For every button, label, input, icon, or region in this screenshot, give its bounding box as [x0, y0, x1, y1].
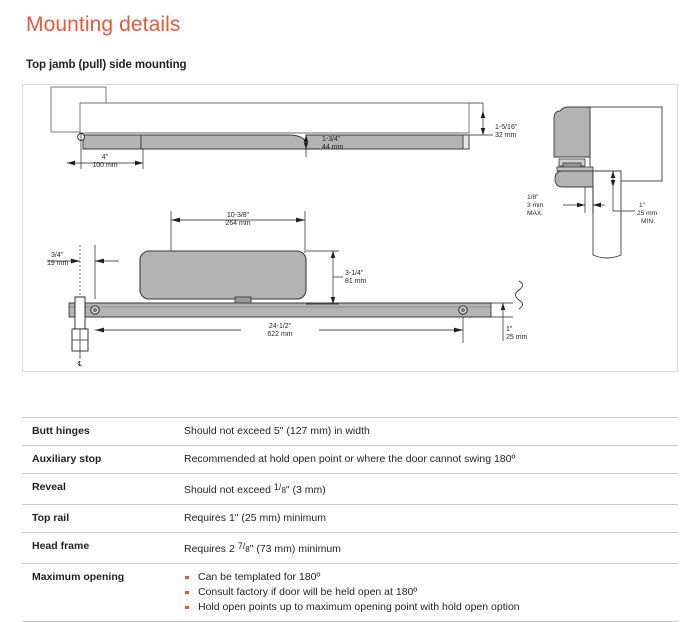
row-value: Recommended at hold open point or where …	[184, 453, 516, 465]
elevation-view: 4" 100 mm 1-3/4" 44 mm 1-5	[50, 86, 518, 169]
value-prefix: Should not exceed	[184, 483, 274, 496]
fraction-slash: /	[278, 482, 282, 492]
value-suffix: " (3 mm)	[285, 483, 326, 496]
dim-mid-left-inch: 3/4"	[51, 252, 64, 259]
fraction-denominator: 8	[245, 544, 250, 554]
dim-mid-width-inch: 10-3/8"	[227, 212, 250, 219]
dim-mid-height-mm: 81 mm	[345, 278, 367, 285]
row-value: Requires 1" (25 mm) minimum	[184, 511, 327, 524]
section-detail-view: 1/8" 3 mm MAX. 1" 25 mm MIN.	[527, 106, 663, 259]
table-row: Butt hinges Should not exceed 5" (127 mm…	[22, 417, 678, 446]
value-prefix: Requires 2	[184, 542, 238, 555]
row-label: Reveal	[32, 481, 66, 493]
dim-detail-min-note: MIN.	[641, 218, 655, 225]
row-label: Auxiliary stop	[32, 453, 102, 465]
dim-mid-width-mm: 264 mm	[225, 220, 250, 227]
dim-mid-left-mm: 19 mm	[47, 260, 69, 267]
dim-mid-height-inch: 3-1/4"	[345, 270, 364, 277]
row-value: Requires 2 7/8" (73 mm) minimum	[168, 532, 678, 563]
dim-mid-drop-mm: 25 mm	[506, 334, 528, 341]
centerline-symbol: ℄	[77, 361, 83, 368]
mounting-diagram-svg: 4" 100 mm 1-3/4" 44 mm 1-5	[47, 86, 663, 368]
document-page: Mounting details Top jamb (pull) side mo…	[22, 13, 678, 622]
dim-mid-span-inch: 24-1/2"	[269, 323, 292, 330]
row-label: Maximum opening	[32, 570, 125, 583]
dim-top-left-inch: 4"	[102, 154, 109, 161]
fraction-numerator: 7	[237, 540, 243, 551]
row-value: Should not exceed 1/8" (3 mm)	[168, 474, 678, 505]
bullet-list: Can be templated for 180º Consult factor…	[184, 570, 674, 615]
list-item: Hold open points up to maximum opening p…	[184, 600, 674, 615]
fraction-numerator: 1	[273, 482, 279, 492]
list-item: Can be templated for 180º	[184, 570, 674, 585]
table-row: Maximum opening Can be templated for 180…	[22, 563, 678, 622]
row-label: Butt hinges	[32, 425, 90, 437]
dim-top-right-inch: 1-5/16"	[495, 124, 518, 131]
dim-mid-span-mm: 622 mm	[267, 331, 292, 338]
dim-top-right-mm: 32 mm	[495, 132, 517, 139]
list-item: Consult factory if door will be held ope…	[184, 585, 674, 600]
dim-top-mid-inch: 1-3/4"	[322, 136, 341, 143]
dim-detail-max-inch: 1/8"	[527, 194, 539, 201]
row-value: Should not exceed 5" (127 mm) in width	[184, 425, 370, 437]
dim-top-left-mm: 100 mm	[92, 162, 117, 169]
dim-detail-min-mm: 25 mm	[637, 210, 658, 217]
table-row: Auxiliary stop Recommended at hold open …	[22, 445, 678, 474]
fraction-denominator: 8	[281, 485, 286, 495]
row-label: Head frame	[32, 539, 90, 552]
table-body: Butt hinges Should not exceed 5" (127 mm…	[22, 417, 678, 622]
dim-top-mid-mm: 44 mm	[322, 144, 344, 151]
section-subtitle: Top jamb (pull) side mounting	[26, 59, 187, 71]
table-row: Top rail Requires 1" (25 mm) minimum	[22, 504, 678, 532]
row-label: Top rail	[32, 511, 70, 524]
table-row: Head frame Requires 2 7/8" (73 mm) minim…	[22, 532, 678, 563]
value-suffix: " (73 mm) minimum	[249, 542, 341, 555]
fraction-slash: /	[242, 540, 246, 551]
mounting-diagram-panel: 4" 100 mm 1-3/4" 44 mm 1-5	[22, 84, 678, 372]
table-row: Reveal Should not exceed 1/8" (3 mm)	[22, 473, 678, 505]
dim-detail-max-note: MAX.	[527, 210, 543, 217]
page-title: Mounting details	[26, 13, 181, 36]
dim-detail-min-inch: 1"	[639, 202, 646, 209]
row-value: Can be templated for 180º Consult factor…	[168, 563, 678, 621]
plan-view: 10-3/8" 264 mm	[47, 211, 528, 368]
dim-mid-drop-inch: 1"	[506, 326, 513, 333]
mounting-requirements-table: Butt hinges Should not exceed 5" (127 mm…	[22, 417, 678, 622]
dim-detail-max-mm: 3 mm	[527, 202, 544, 209]
